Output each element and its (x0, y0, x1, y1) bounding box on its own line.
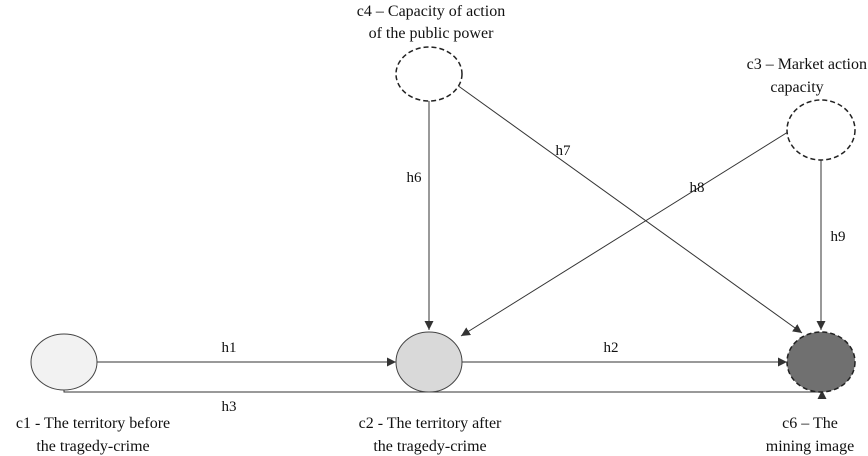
edge-label-h1: h1 (222, 340, 237, 356)
edge-label-h8: h8 (690, 180, 705, 196)
edge-label-h9: h9 (831, 229, 846, 245)
node-c4-label-line2: of the public power (369, 25, 495, 42)
node-c4 (395, 46, 463, 102)
node-c4-label-line1: c4 – Capacity of action (357, 3, 505, 20)
node-c6 (786, 331, 856, 393)
edge-h7 (456, 84, 803, 334)
node-c1-label-line1: c1 - The territory before (16, 415, 170, 432)
node-c3 (786, 99, 856, 161)
node-c2 (395, 331, 463, 393)
edge-label-h7: h7 (556, 143, 572, 159)
edge-h8 (460, 126, 797, 337)
node-c1-label-line2: the tragedy-crime (36, 438, 149, 455)
edge-label-h6: h6 (407, 170, 423, 186)
node-c6-label-line2: mining image (766, 438, 854, 455)
node-c3-label-line1: c3 – Market action (747, 56, 867, 73)
node-c6-label-line1: c6 – The (782, 415, 838, 432)
node-c1 (30, 333, 98, 391)
edge-label-h3: h3 (222, 399, 237, 415)
edge-h3 (63, 390, 827, 399)
node-c2-label-line2: the tragedy-crime (373, 438, 486, 455)
node-c3-label-line2: capacity (770, 79, 823, 96)
node-c2-label-line1: c2 - The territory after (359, 415, 502, 432)
edge-label-h2: h2 (604, 340, 619, 356)
